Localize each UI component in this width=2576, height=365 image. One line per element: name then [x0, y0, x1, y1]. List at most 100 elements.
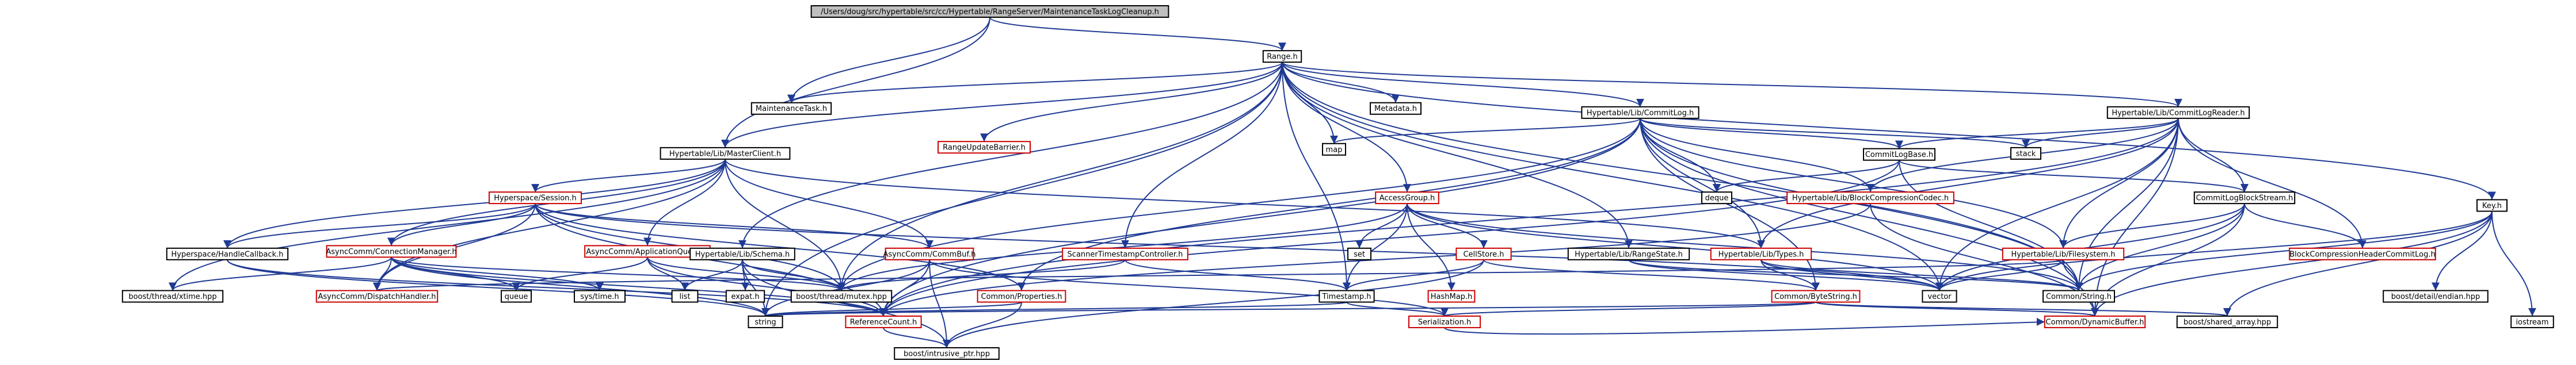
node-commitlogblockstream[interactable]: CommitLogBlockStream.h [2193, 191, 2296, 205]
node-appqueue[interactable]: AsyncComm/ApplicationQueue.h [584, 245, 711, 258]
node-label: CellStore.h [1463, 250, 1504, 259]
node-expat[interactable]: expat.h [725, 290, 765, 303]
node-label: deque [1705, 194, 1729, 203]
edge-range-to-timestamp [1282, 62, 1351, 291]
node-label: Hypertable/Lib/Types.h [1718, 250, 1804, 259]
node-range[interactable]: Range.h [1262, 50, 1302, 63]
node-map[interactable]: map [1322, 143, 1346, 156]
node-deque[interactable]: deque [1701, 191, 1732, 205]
node-label: sys/time.h [580, 293, 619, 301]
edge-bytestring-to-serialization [1441, 301, 1816, 317]
node-systime[interactable]: sys/time.h [574, 290, 626, 303]
edge-filesystem-to-vector [1935, 259, 2064, 291]
node-label: Serialization.h [1418, 318, 1471, 326]
node-iostream[interactable]: iostream [2510, 315, 2554, 328]
edge-commbuf-to-string [761, 259, 930, 317]
node-cellstore[interactable]: CellStore.h [1455, 247, 1512, 260]
node-box [1427, 290, 1476, 303]
node-blockcompcodec[interactable]: Hypertable/Lib/BlockCompressionCodec.h [1786, 191, 1954, 205]
edge-blockcompcodec-to-refcount [879, 203, 1871, 317]
node-properties[interactable]: Common/Properties.h [977, 290, 1066, 303]
node-list[interactable]: list [671, 290, 699, 303]
node-hsession[interactable]: Hyperspace/Session.h [489, 191, 582, 205]
node-rangeupdatebarrier[interactable]: RangeUpdateBarrier.h [938, 141, 1031, 154]
node-label: Hypertable/Lib/Filesystem.h [2011, 250, 2116, 259]
edge-range-to-hschema [738, 62, 1283, 248]
node-hschema[interactable]: Hypertable/Lib/Schema.h [689, 247, 795, 260]
node-bytestring[interactable]: Common/ByteString.h [1771, 290, 1861, 303]
edge-timestamp-to-string [762, 301, 1347, 317]
node-box [1786, 191, 1954, 205]
node-xtime[interactable]: boost/thread/xtime.hpp [121, 290, 224, 303]
node-metadata[interactable]: Metadata.h [1370, 102, 1422, 115]
node-root[interactable]: /Users/doug/src/hypertable/src/cc/Hypert… [810, 5, 1169, 18]
edge-commitlogreader-to-commitlogblockstream [2178, 118, 2249, 193]
node-intrusive[interactable]: boost/intrusive_ptr.hpp [894, 347, 1000, 360]
node-box [1262, 50, 1302, 63]
node-vector[interactable]: vector [1922, 290, 1957, 303]
node-endian[interactable]: boost/detail/endian.hpp [2383, 290, 2489, 303]
node-box [894, 347, 1000, 360]
edge-root-to-range [989, 17, 1286, 51]
node-commitlog[interactable]: Hypertable/Lib/CommitLog.h [1581, 106, 1699, 119]
node-box [1408, 315, 1481, 328]
edge-root-to-maintask [787, 17, 990, 103]
edge-range-to-vector [1282, 62, 1944, 291]
edge-commitlog-to-stack [1640, 117, 2030, 148]
node-refcount[interactable]: ReferenceCount.h [845, 315, 922, 328]
edge-commitlogreader-to-vector [1935, 118, 2179, 291]
node-dispatchhandler[interactable]: AsyncComm/DispatchHandler.h [315, 290, 439, 303]
node-box [501, 290, 532, 303]
node-string[interactable]: string [748, 315, 783, 328]
node-timestamp[interactable]: Timestamp.h [1319, 290, 1375, 303]
node-queue[interactable]: queue [501, 290, 532, 303]
node-hashmap[interactable]: HashMap.h [1427, 290, 1476, 303]
edge-accessgroup-to-vector [1407, 203, 1944, 291]
node-maintask[interactable]: MaintenanceTask.h [750, 102, 832, 115]
node-accessgroup[interactable]: AccessGroup.h [1375, 191, 1439, 205]
node-types[interactable]: Hypertable/Lib/Types.h [1710, 247, 1812, 260]
edge-masterclient-to-dispatchhandler [373, 159, 726, 291]
node-blockhdrcommitlog[interactable]: BlockCompressionHeaderCommitLog.h [2289, 247, 2436, 260]
node-connmgr[interactable]: AsyncComm/ConnectionManager.h [326, 245, 457, 258]
node-filesystem[interactable]: Hypertable/Lib/Filesystem.h [2002, 247, 2125, 260]
node-commbuf[interactable]: AsyncComm/CommBuf.h [883, 247, 976, 260]
node-label: boost/intrusive_ptr.hpp [904, 350, 990, 359]
node-label: /Users/doug/src/hypertable/src/cc/Hypert… [821, 8, 1159, 17]
edge-commitlog-to-blockcompcodec [1640, 118, 1874, 193]
edge-properties-to-string [761, 301, 1022, 317]
node-label: CommitLogBase.h [1865, 151, 1933, 159]
node-label: BlockCompressionHeaderCommitLog.h [2289, 250, 2436, 259]
node-hhandlecb[interactable]: Hyperspace/HandleCallback.h [166, 247, 289, 260]
node-label: map [1326, 145, 1343, 154]
node-stack[interactable]: stack [2010, 147, 2041, 160]
node-commitlogbase[interactable]: CommitLogBase.h [1863, 148, 1935, 161]
node-commitlogreader[interactable]: Hypertable/Lib/CommitLogReader.h [2106, 106, 2250, 119]
edge-commitlog-to-commitlogbase [1640, 118, 1903, 149]
node-sharedarray[interactable]: boost/shared_array.hpp [2176, 315, 2278, 328]
node-box [2044, 315, 2146, 328]
node-key[interactable]: Key.h [2476, 199, 2508, 212]
node-scannerts[interactable]: ScannerTimestampController.h [1062, 247, 1188, 260]
node-label: Hypertable/Lib/MasterClient.h [669, 149, 781, 158]
node-label: Key.h [2482, 202, 2502, 210]
node-box [1062, 247, 1188, 260]
node-box [326, 245, 457, 258]
edge-commitlogbase-to-cstring [1899, 160, 2083, 291]
node-label: CommitLogBlockStream.h [2196, 194, 2293, 203]
node-cstring[interactable]: Common/String.h [2042, 290, 2115, 303]
edge-range-to-commitlog [1282, 62, 1644, 107]
edge-range-to-accessgroup [1282, 62, 1411, 193]
node-label: Hypertable/Lib/Schema.h [695, 250, 790, 259]
edge-commitlogreader-to-commitlogbase [1895, 117, 2179, 149]
node-mutex[interactable]: boost/thread/mutex.hpp [790, 290, 893, 303]
node-rangestate[interactable]: Hypertable/Lib/RangeState.h [1567, 247, 1690, 260]
node-box [1710, 247, 1812, 260]
node-masterclient[interactable]: Hypertable/Lib/MasterClient.h [660, 147, 791, 160]
edge-range-to-metadata [1282, 62, 1400, 103]
node-set[interactable]: set [1347, 247, 1371, 260]
node-serialization[interactable]: Serialization.h [1408, 315, 1481, 328]
edge-commitlogbase-to-refcount [879, 160, 1900, 316]
node-dynbuffer[interactable]: Common/DynamicBuffer.h [2044, 315, 2146, 328]
edge-appqueue-to-refcount [647, 257, 887, 317]
